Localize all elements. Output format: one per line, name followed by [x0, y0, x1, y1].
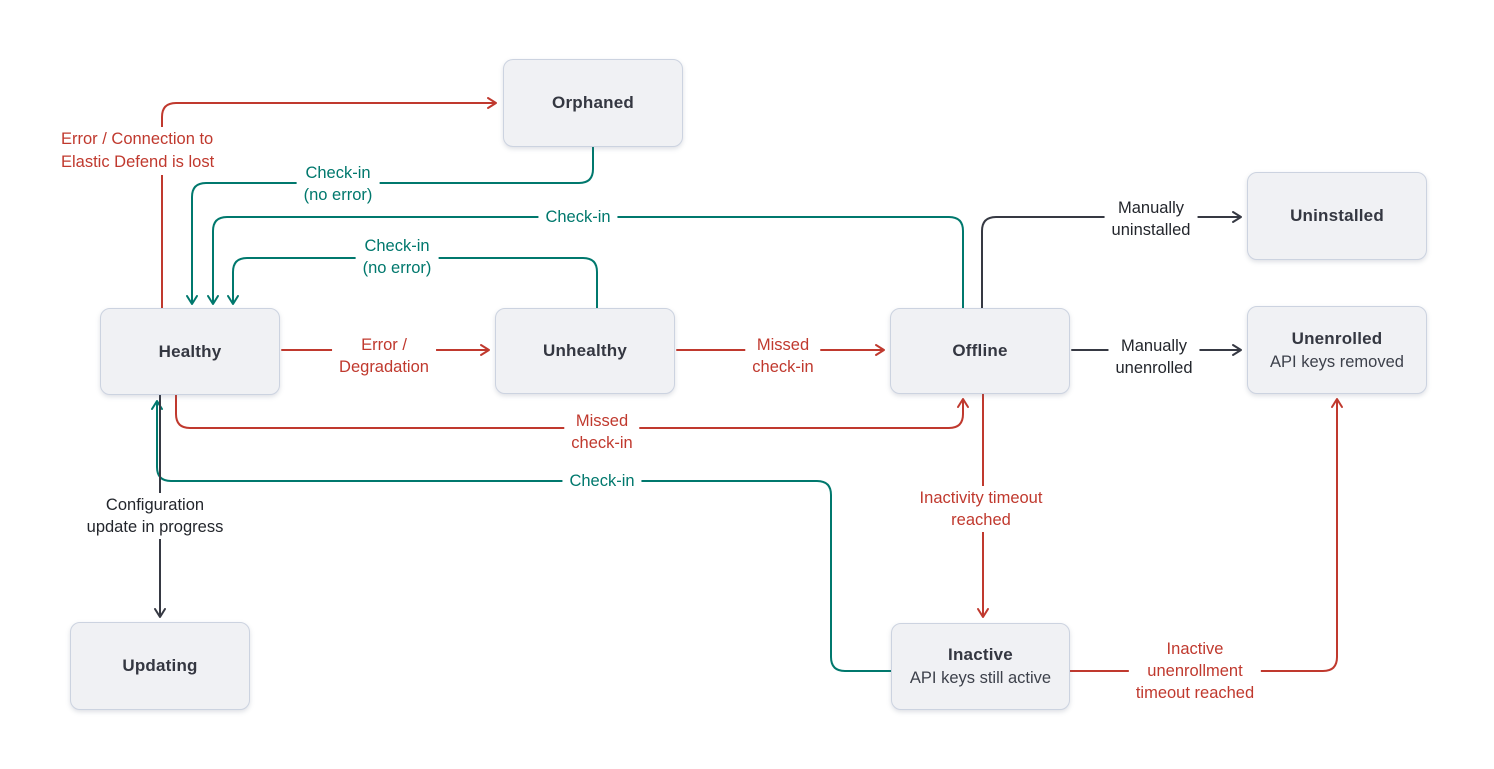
edge-label-missed-checkin-unhealthy-line2: check-in — [752, 358, 814, 376]
edge-label-manually-uninstalled-line2: uninstalled — [1111, 221, 1191, 239]
edge-label-manually-unenrolled-line1: Manually — [1120, 337, 1188, 355]
edge-label-manually-uninstalled-line1: Manually — [1117, 199, 1185, 217]
edge-label-checkin-no-error-unhealthy-line2: (no error) — [362, 259, 432, 277]
edge-label-configuration-update-line2: update in progress — [86, 518, 224, 536]
edge-label-checkin-no-error-orphaned: Check-in (no error) — [296, 161, 380, 207]
edge-label-checkin-no-error-unhealthy: Check-in (no error) — [355, 234, 439, 280]
node-healthy: Healthy — [100, 308, 280, 395]
edge-healthy-to-orphaned-error — [161, 97, 497, 309]
edge-inactive-to-healthy-checkin — [151, 400, 892, 672]
node-inactive-title: Inactive — [948, 645, 1013, 664]
edge-label-checkin-no-error-unhealthy-line1: Check-in — [364, 237, 430, 255]
node-updating-title: Updating — [122, 656, 198, 675]
edge-label-inactivity-timeout: Inactivity timeout reached — [912, 486, 1050, 532]
edge-label-manually-uninstalled: Manually uninstalled — [1104, 196, 1198, 242]
edge-label-checkin-offline-line1: Check-in — [545, 208, 611, 226]
node-inactive: Inactive API keys still active — [891, 623, 1070, 710]
edge-label-checkin-inactive-line1: Check-in — [569, 472, 635, 490]
node-offline: Offline — [890, 308, 1070, 394]
node-healthy-title: Healthy — [158, 341, 222, 361]
edge-label-inactive-unenrollment-line3: timeout reached — [1135, 684, 1255, 702]
edge-label-configuration-update: Configuration update in progress — [79, 493, 231, 539]
edge-label-missed-checkin-healthy-line2: check-in — [571, 434, 633, 452]
node-uninstalled-title: Uninstalled — [1290, 206, 1384, 225]
edge-inactive-to-unenrolled-timeout — [1069, 398, 1343, 672]
node-unenrolled: Unenrolled API keys removed — [1247, 306, 1427, 394]
node-unhealthy: Unhealthy — [495, 308, 675, 394]
edge-label-manually-unenrolled-line2: unenrolled — [1115, 359, 1193, 377]
edge-label-checkin-no-error-orphaned-line2: (no error) — [303, 186, 373, 204]
node-unenrolled-subtitle: API keys removed — [1270, 352, 1404, 371]
edge-label-error-degradation: Error / Degradation — [332, 333, 436, 379]
edge-offline-to-uninstalled — [981, 211, 1242, 309]
node-inactive-subtitle: API keys still active — [909, 669, 1052, 687]
edge-label-manually-unenrolled: Manually unenrolled — [1108, 334, 1200, 380]
edge-orphaned-to-healthy-checkin — [186, 146, 594, 305]
edge-label-checkin-offline: Check-in — [538, 205, 618, 229]
edge-label-error-connection: Error / Connection to Elastic Defend is … — [56, 127, 220, 175]
edge-label-missed-checkin-healthy: Missed check-in — [564, 409, 640, 455]
node-orphaned-title: Orphaned — [552, 93, 634, 112]
edge-label-error-degradation-line2: Degradation — [339, 358, 429, 376]
node-offline-title: Offline — [952, 341, 1008, 360]
edge-label-inactive-unenrollment: Inactive unenrollment timeout reached — [1128, 637, 1262, 705]
node-unenrolled-title: Unenrolled — [1291, 328, 1383, 348]
edge-label-missed-checkin-healthy-line1: Missed — [575, 412, 629, 430]
edge-label-error-connection-line1: Error / Connection to — [61, 130, 214, 148]
edge-label-inactivity-timeout-line1: Inactivity timeout — [919, 489, 1043, 507]
edge-label-configuration-update-line1: Configuration — [105, 496, 205, 514]
edge-offline-to-healthy-checkin — [207, 216, 964, 309]
edge-label-inactivity-timeout-line2: reached — [951, 511, 1011, 529]
edge-label-checkin-inactive: Check-in — [562, 469, 642, 493]
edge-label-inactive-unenrollment-line2: unenrollment — [1147, 662, 1243, 680]
node-uninstalled: Uninstalled — [1247, 172, 1427, 260]
node-updating: Updating — [70, 622, 250, 710]
edge-label-checkin-no-error-orphaned-line1: Check-in — [305, 164, 371, 182]
edge-label-missed-checkin-unhealthy-line1: Missed — [756, 336, 810, 354]
node-unhealthy-title: Unhealthy — [543, 341, 627, 360]
edge-label-missed-checkin-unhealthy: Missed check-in — [745, 333, 821, 379]
edge-label-inactive-unenrollment-line1: Inactive — [1166, 640, 1224, 658]
edge-label-error-degradation-line1: Error / — [361, 336, 407, 354]
edge-label-error-connection-line2: Elastic Defend is lost — [61, 153, 215, 171]
node-orphaned: Orphaned — [503, 59, 683, 147]
